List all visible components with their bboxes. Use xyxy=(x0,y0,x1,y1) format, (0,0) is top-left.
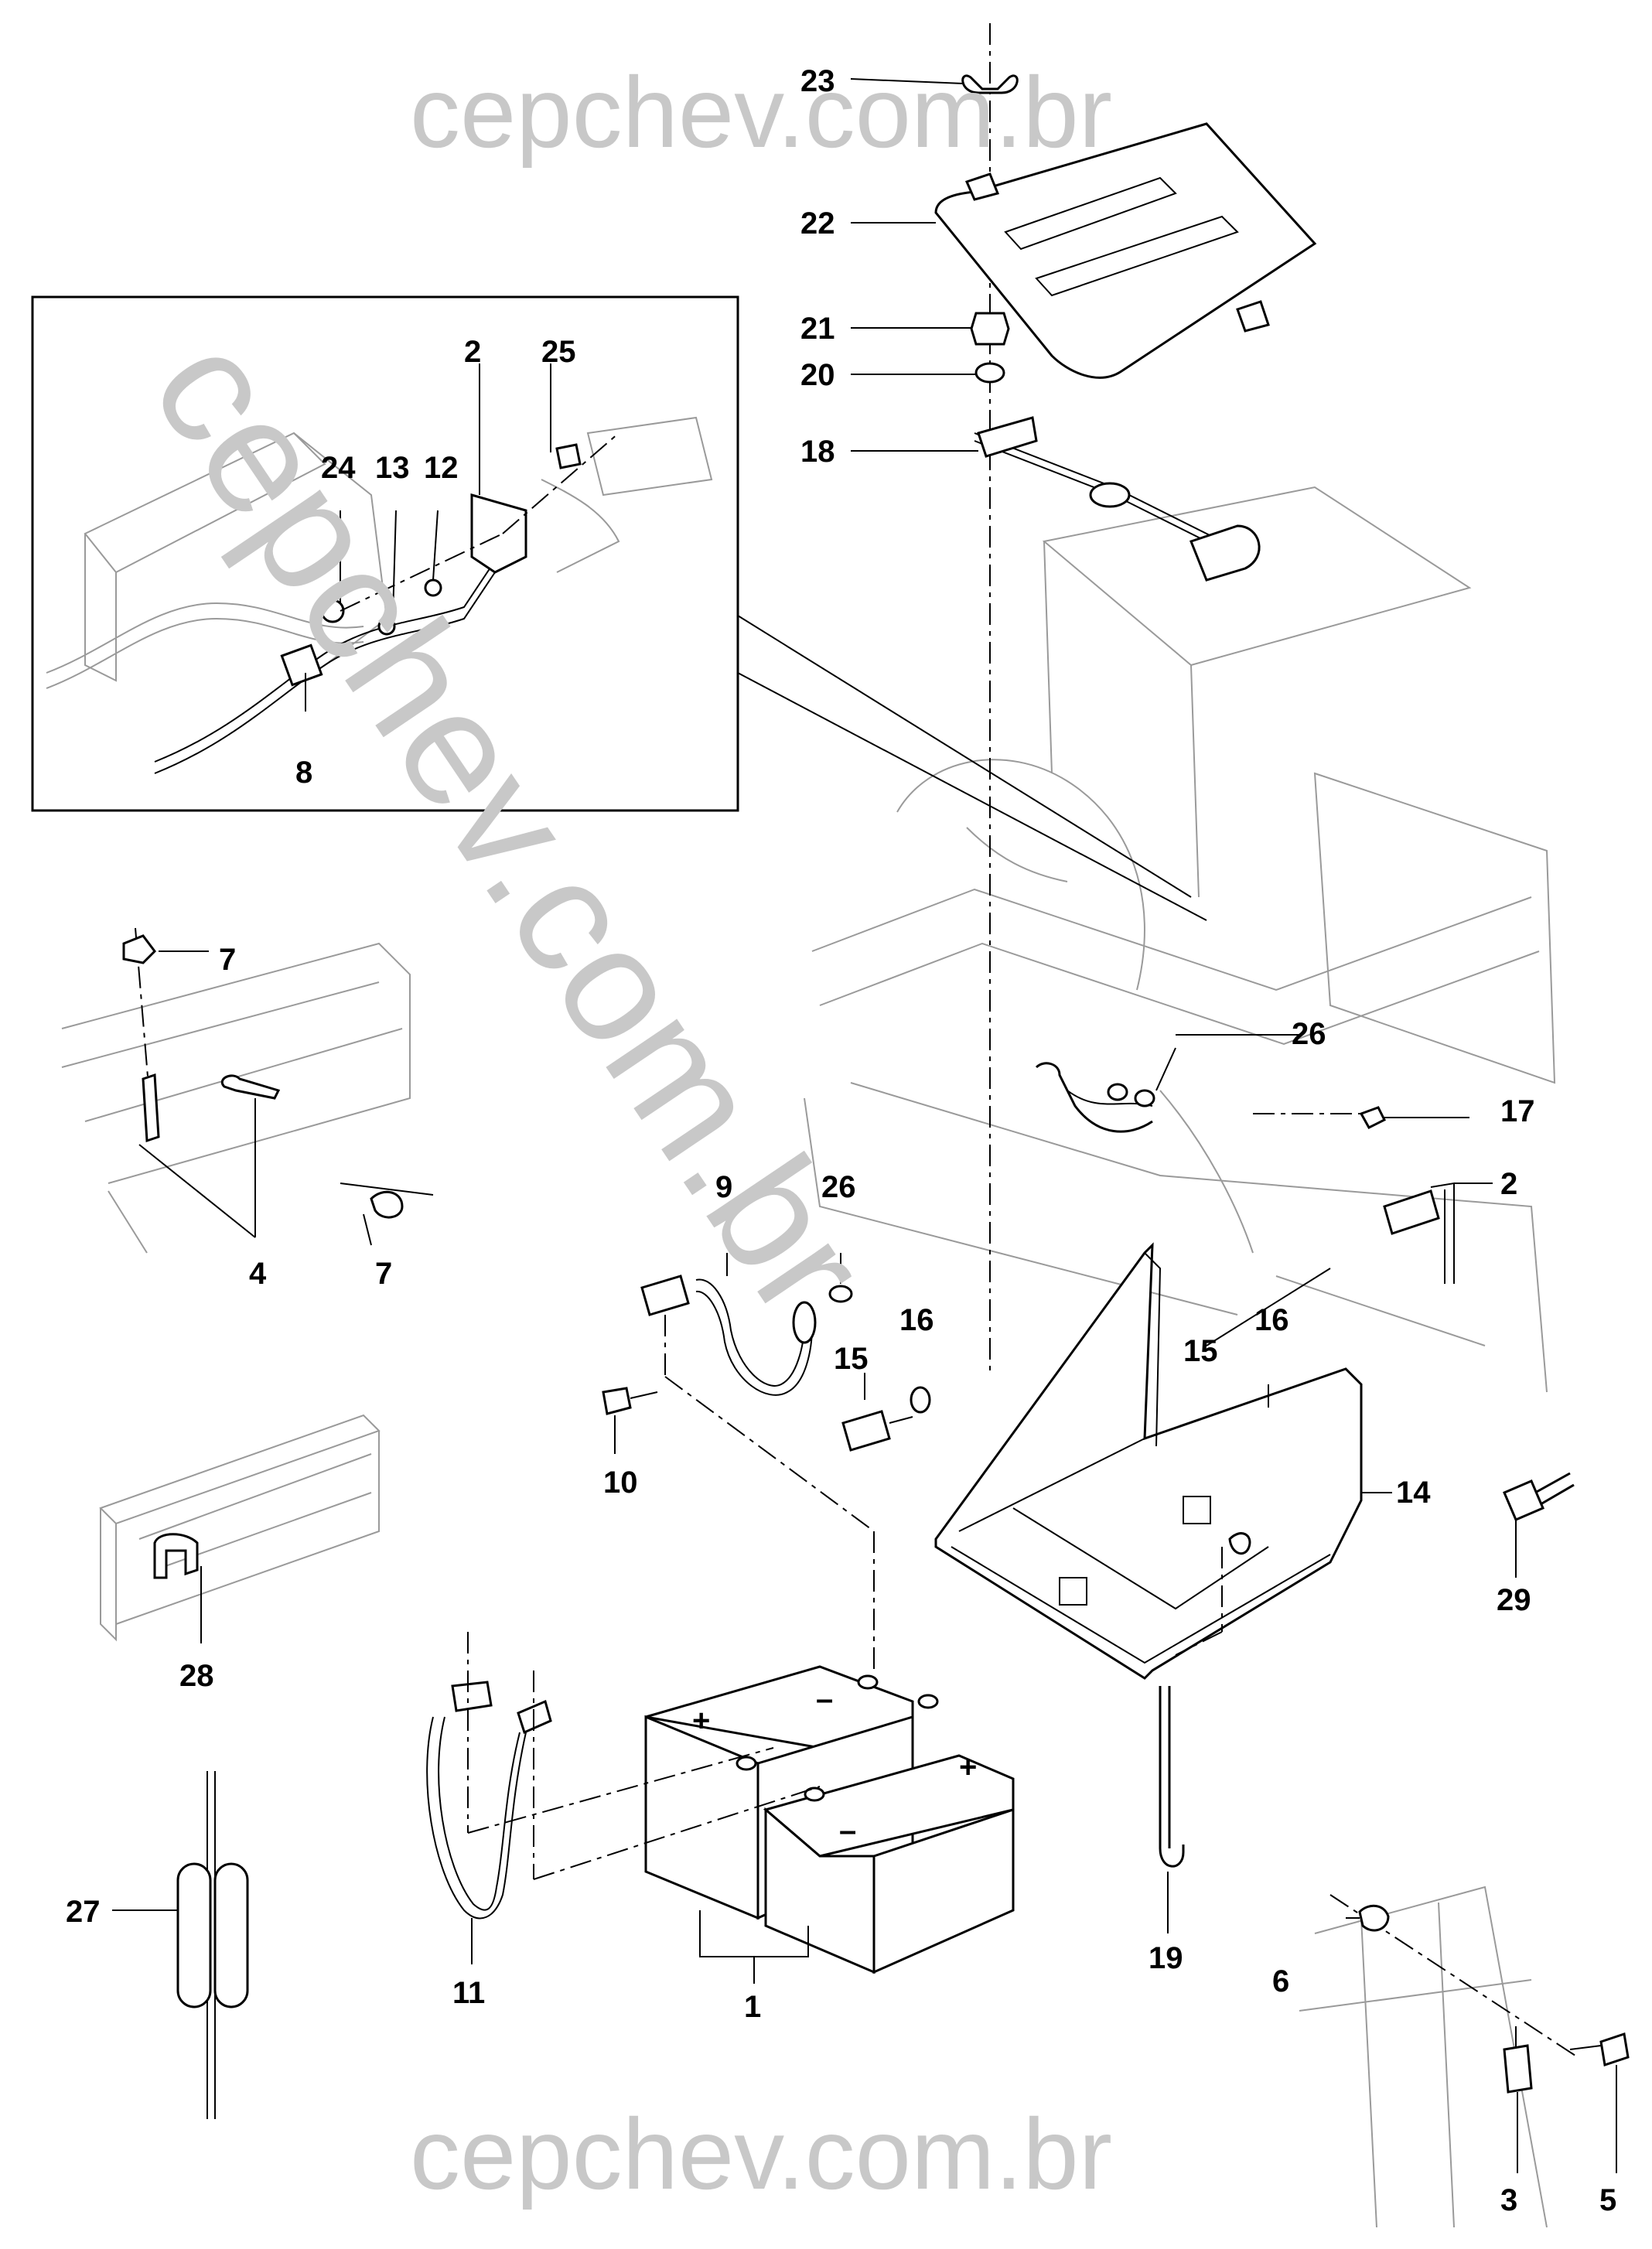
callout-26-lower: 26 xyxy=(821,1170,856,1204)
positive-cable-2 xyxy=(1035,1047,1493,1284)
callout-19: 19 xyxy=(1149,1941,1183,1975)
spacer-27 xyxy=(112,1771,249,2119)
watermark-top: cepchev.com.br xyxy=(410,56,1112,169)
battery-tray-14 xyxy=(934,1242,1392,1680)
callout-27: 27 xyxy=(66,1895,101,1929)
vehicle-background-structure xyxy=(804,486,1556,2228)
callout-7-upper: 7 xyxy=(219,943,236,977)
frame-clip-detail xyxy=(61,927,434,1254)
callout-labels: 23 22 21 20 18 2 25 24 13 12 8 7 4 7 26 … xyxy=(66,64,1616,2217)
callout-5: 5 xyxy=(1599,2183,1616,2217)
ground-hardware-detail xyxy=(1329,1894,1630,2173)
callout-26-upper: 26 xyxy=(1292,1017,1326,1051)
callout-21: 21 xyxy=(800,312,835,346)
inset-detail-box xyxy=(31,295,1207,921)
callout-2-inset: 2 xyxy=(464,335,481,369)
callout-16-left: 16 xyxy=(899,1303,934,1337)
callout-3: 3 xyxy=(1500,2183,1517,2217)
frame-clip-28-detail xyxy=(99,1414,381,1643)
callout-22: 22 xyxy=(800,206,835,241)
battery-link-cable-11 xyxy=(426,1632,821,1964)
wing-nut-icon xyxy=(961,74,1019,94)
callout-8: 8 xyxy=(295,756,312,790)
callout-12: 12 xyxy=(424,451,459,485)
callout-13: 13 xyxy=(375,451,410,485)
callout-9: 9 xyxy=(715,1170,732,1204)
callout-1: 1 xyxy=(744,1990,761,2024)
callout-2-right: 2 xyxy=(1500,1167,1517,1201)
battery-b-positive-mark: + xyxy=(959,1750,977,1784)
callout-25: 25 xyxy=(541,335,576,369)
callout-10: 10 xyxy=(603,1466,638,1500)
callout-6: 6 xyxy=(1272,1964,1289,1998)
watermark-bottom: cepchev.com.br xyxy=(410,2097,1112,2210)
battery-a-negative-mark: – xyxy=(816,1682,833,1716)
callout-28: 28 xyxy=(179,1659,214,1693)
callout-11: 11 xyxy=(452,1976,485,2010)
callout-15-right: 15 xyxy=(1183,1334,1218,1368)
callout-20: 20 xyxy=(800,358,835,392)
washer-icon xyxy=(974,362,1005,384)
callout-24: 24 xyxy=(321,451,356,485)
battery-b-negative-mark: – xyxy=(839,1814,856,1848)
callout-4: 4 xyxy=(249,1257,267,1291)
callout-14: 14 xyxy=(1396,1476,1431,1510)
negative-cable-9 xyxy=(602,1253,931,1671)
batteries-1: + – + – xyxy=(644,1665,1015,1984)
leader-lines xyxy=(850,78,1299,1408)
callout-23: 23 xyxy=(800,64,835,98)
callout-17: 17 xyxy=(1500,1094,1535,1128)
callout-7-lower: 7 xyxy=(375,1257,392,1291)
callout-15-left: 15 xyxy=(834,1342,869,1376)
callout-18: 18 xyxy=(800,435,835,469)
callout-29: 29 xyxy=(1497,1583,1531,1617)
watermark-diagonal: cepchev.com.br xyxy=(118,305,903,1346)
nut-icon xyxy=(970,312,1010,346)
callout-16-right: 16 xyxy=(1254,1303,1289,1337)
j-bolt-19 xyxy=(1159,1686,1185,1933)
bolt-29 xyxy=(1503,1472,1575,1578)
battery-cover-assembly xyxy=(934,74,1317,582)
battery-a-positive-mark: + xyxy=(692,1704,710,1738)
